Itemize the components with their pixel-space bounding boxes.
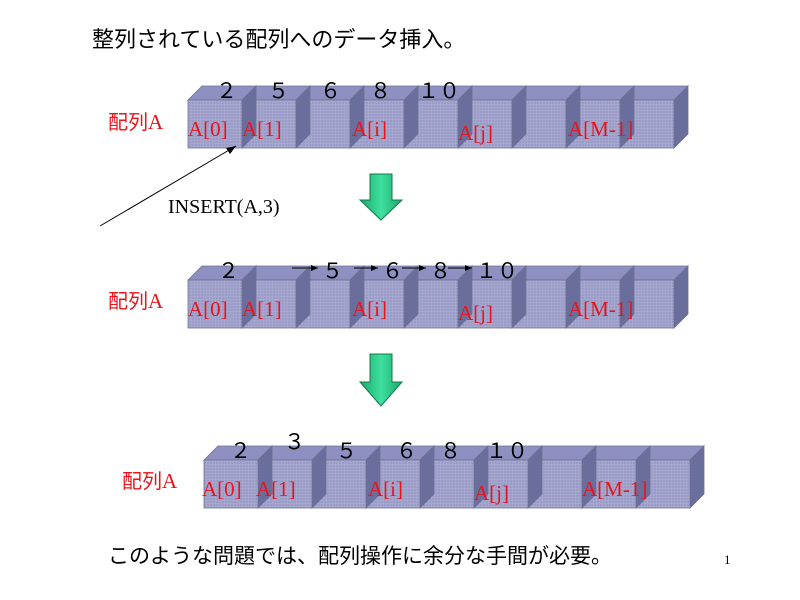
shift-arrow-icon [448,265,472,271]
cell-value: ３ [284,430,305,454]
index-label: A[i] [352,297,387,321]
array-cell [565,265,635,329]
cell-value: ６ [396,439,417,463]
cell-value: ５ [336,439,357,463]
array-row-initial: 配列A A[0] A[1] A[i] A[j] A[M-1] ２ ５ ６ ８ １０ [108,79,689,149]
array-cell [187,85,257,149]
index-label: A[1] [242,297,282,321]
array-row-shifted: 配列A A[0] A[1] A[i] A[j] A[M-1] ２ ５ ６ ８ １０ [108,259,689,329]
footer-caption: このような問題では、配列操作に余分な手間が必要。 [108,544,612,568]
cell-value: ８ [440,439,461,463]
cell-value: １０ [486,439,528,463]
index-label: A[0] [202,477,242,501]
shift-arrow-icon [354,265,378,271]
down-arrow-icon [358,173,404,221]
cell-value: ５ [322,259,343,283]
index-label: A[i] [352,117,387,141]
cell-value: ２ [230,439,251,463]
cell-value: ５ [268,79,289,103]
index-label: A[1] [256,477,296,501]
insert-call-label: INSERT(A,3) [168,196,280,218]
index-label: A[j] [458,121,493,145]
array-cell [419,445,489,509]
shift-arrow-icon [402,265,426,271]
page-title: 整列されている配列へのデータ挿入。 [92,28,466,53]
index-label: A[j] [474,481,509,505]
index-label: A[0] [188,297,228,321]
shift-arrow-icon [292,265,318,271]
array-label: 配列A [122,469,178,493]
array-cell [257,445,327,509]
index-label: A[i] [368,477,403,501]
page-number: 1 [724,552,731,567]
cell-value: １０ [418,79,460,103]
cell-value: ８ [430,259,451,283]
cell-value: ２ [218,259,239,283]
cell-value: ６ [382,259,403,283]
shift-arrows [292,265,472,271]
index-label: A[0] [188,117,228,141]
index-label: A[M-1] [568,297,633,321]
array-cell [187,265,257,329]
index-label: A[M-1] [568,117,633,141]
cell-value: ２ [216,79,237,103]
cell-value: ６ [320,79,341,103]
insert-pointer-arrow [99,145,237,227]
array-label: 配列A [108,289,164,313]
cell-value: １０ [476,259,518,283]
index-label: A[M-1] [582,477,647,501]
cell-value: ８ [370,79,391,103]
array-label: 配列A [108,110,164,134]
index-label: A[1] [242,117,282,141]
array-cell [203,445,273,509]
index-label: A[j] [458,301,493,325]
down-arrow-icon [358,353,404,407]
